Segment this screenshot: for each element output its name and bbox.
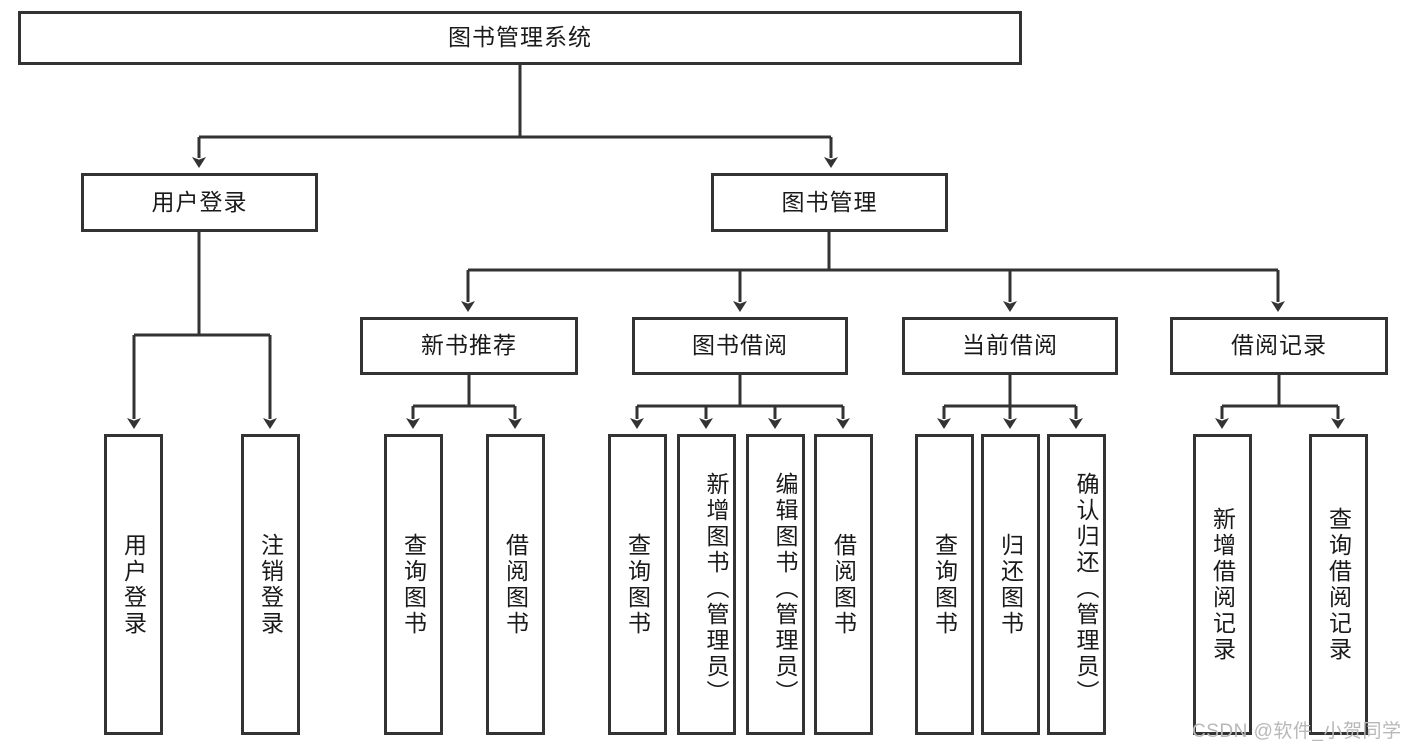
node-leaf-add-book[interactable]: 新增图书（管理员） — [677, 434, 736, 735]
node-leaf-edit-book[interactable]: 编辑图书（管理员） — [746, 434, 805, 735]
node-borrow-record[interactable]: 借阅记录 — [1170, 317, 1388, 375]
node-leaf-logout[interactable]: 注销登录 — [241, 434, 300, 735]
node-leaf-query-record-label: 查询借阅记录 — [1325, 506, 1352, 663]
node-leaf-user-login[interactable]: 用户登录 — [104, 434, 163, 735]
node-leaf-logout-label: 注销登录 — [257, 532, 284, 637]
node-root-label: 图书管理系统 — [448, 24, 592, 51]
node-book-manage[interactable]: 图书管理 — [711, 173, 948, 232]
node-leaf-query-book-3[interactable]: 查询图书 — [915, 434, 974, 735]
node-leaf-confirm-return-label: 确认归还（管理员） — [1073, 471, 1099, 706]
node-leaf-query-book-2[interactable]: 查询图书 — [608, 434, 667, 735]
node-borrow-record-label: 借阅记录 — [1231, 332, 1327, 359]
node-current-borrow-label: 当前借阅 — [962, 332, 1058, 359]
node-user-login-label: 用户登录 — [151, 188, 248, 215]
node-leaf-add-record[interactable]: 新增借阅记录 — [1193, 434, 1252, 735]
node-leaf-add-book-label: 新增图书（管理员） — [703, 471, 729, 706]
node-book-borrow-label: 图书借阅 — [692, 332, 788, 359]
node-leaf-return-book[interactable]: 归还图书 — [981, 434, 1040, 735]
node-new-book-rec-label: 新书推荐 — [421, 332, 517, 359]
watermark-text: CSDN @软件_小贺同学 — [1192, 721, 1402, 742]
node-leaf-borrow-book-1-label: 借阅图书 — [502, 532, 529, 637]
node-leaf-borrow-book-2[interactable]: 借阅图书 — [814, 434, 873, 735]
node-leaf-user-login-label: 用户登录 — [120, 532, 147, 637]
node-leaf-query-book-1[interactable]: 查询图书 — [384, 434, 443, 735]
node-user-login[interactable]: 用户登录 — [81, 173, 318, 232]
node-book-borrow[interactable]: 图书借阅 — [632, 317, 848, 375]
node-leaf-borrow-book-2-label: 借阅图书 — [830, 532, 857, 637]
node-leaf-query-book-3-label: 查询图书 — [931, 532, 958, 637]
node-leaf-borrow-book-1[interactable]: 借阅图书 — [486, 434, 545, 735]
node-leaf-query-record[interactable]: 查询借阅记录 — [1309, 434, 1368, 735]
node-root[interactable]: 图书管理系统 — [18, 11, 1022, 65]
node-leaf-add-record-label: 新增借阅记录 — [1209, 506, 1236, 663]
node-current-borrow[interactable]: 当前借阅 — [902, 317, 1118, 375]
node-leaf-edit-book-label: 编辑图书（管理员） — [772, 471, 798, 706]
node-leaf-confirm-return[interactable]: 确认归还（管理员） — [1047, 434, 1106, 735]
node-leaf-return-book-label: 归还图书 — [997, 532, 1024, 637]
node-leaf-query-book-1-label: 查询图书 — [400, 532, 427, 637]
node-book-manage-label: 图书管理 — [781, 188, 878, 215]
node-leaf-query-book-2-label: 查询图书 — [624, 532, 651, 637]
node-new-book-rec[interactable]: 新书推荐 — [360, 317, 578, 375]
